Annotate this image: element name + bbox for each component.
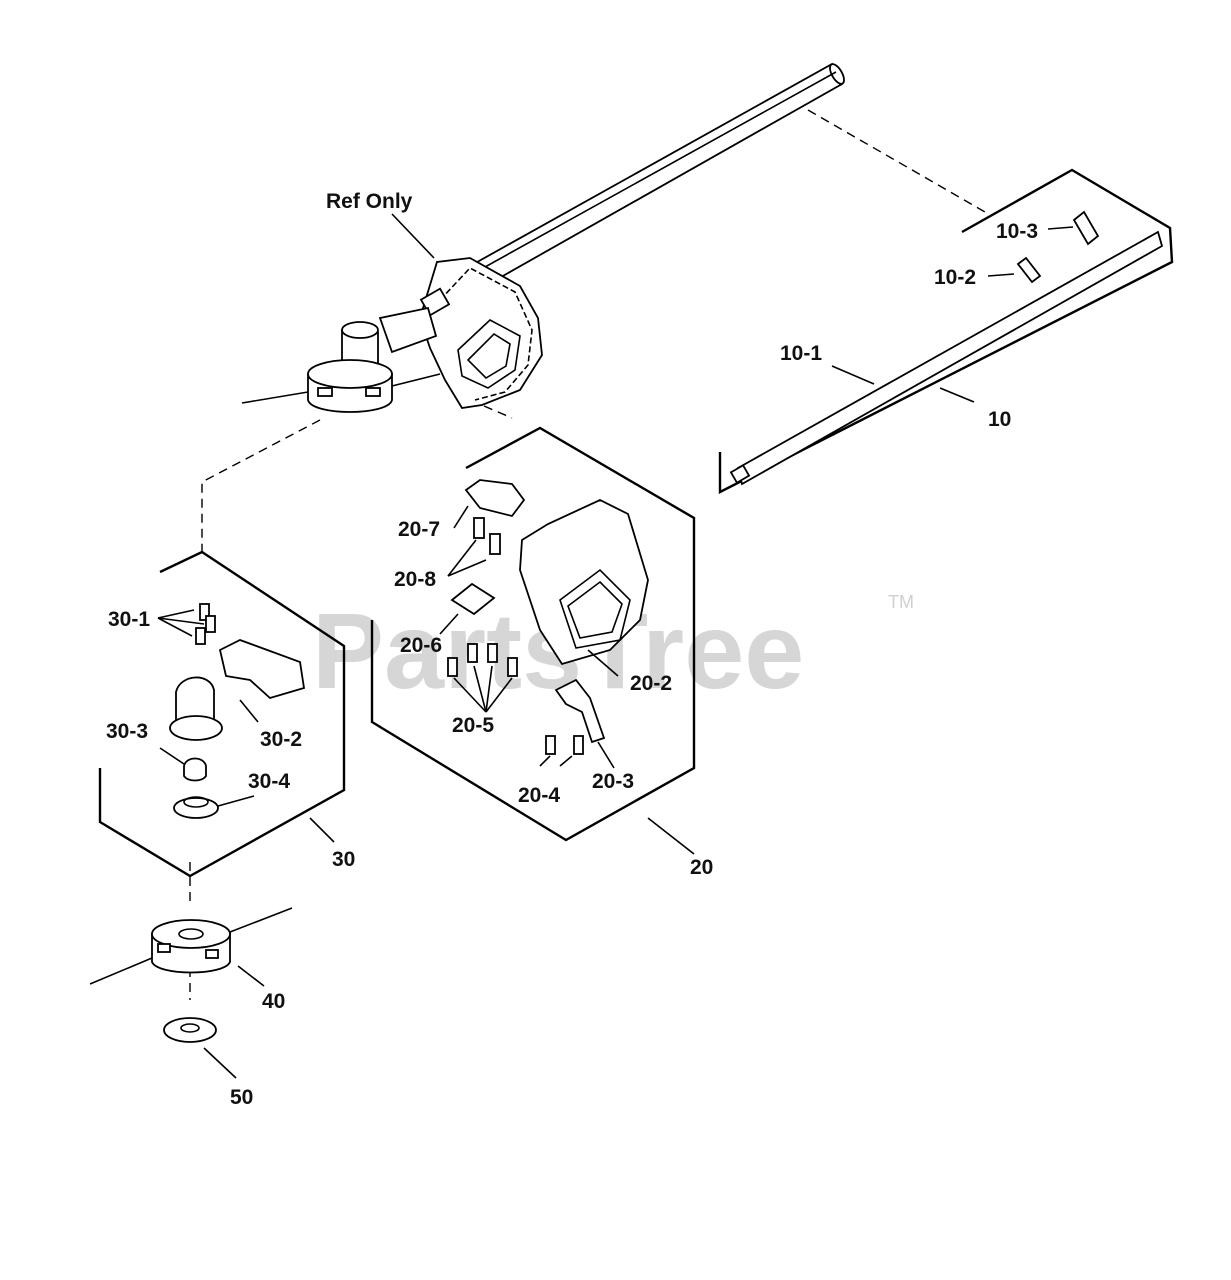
part-20-8-a	[473, 517, 485, 539]
part-30-4	[173, 797, 219, 819]
part-30-2-bracket	[218, 639, 306, 700]
label-20-3: 20-3	[592, 770, 634, 793]
part-30-3	[183, 757, 207, 782]
ref-only-leader	[391, 213, 435, 259]
shaft-tube	[434, 62, 844, 309]
part-10-2	[1016, 256, 1042, 284]
label-30-4: 30-4	[248, 770, 290, 793]
label-20-4: 20-4	[518, 784, 560, 807]
ref-gearhead	[378, 306, 438, 354]
label-10-3: 10-3	[996, 220, 1038, 243]
part-20-5-c	[487, 643, 498, 663]
part-20-3	[554, 678, 606, 744]
label-10-1: 10-1	[780, 342, 822, 365]
watermark-trademark: TM	[888, 592, 914, 612]
label-20-5: 20-5	[452, 714, 494, 737]
label-30-1: 30-1	[108, 608, 150, 631]
label-30-3: 30-3	[106, 720, 148, 743]
part-30-1-b	[195, 627, 206, 645]
label-ref-only: Ref Only	[326, 190, 413, 213]
reference-trimmer-assembly	[241, 62, 845, 413]
dash-guard-to-20	[483, 405, 513, 419]
ref-guard	[419, 257, 543, 409]
dash-shaft-to-10	[807, 109, 986, 213]
label-20-6: 20-6	[400, 634, 442, 657]
label-40: 40	[262, 990, 285, 1013]
part-50-washer	[163, 1017, 237, 1079]
part-10-3	[1072, 210, 1100, 246]
label-50: 50	[230, 1086, 253, 1109]
part-20-4-b	[573, 735, 584, 755]
part-40-trimmer-head	[89, 907, 293, 987]
label-20-8: 20-8	[394, 568, 436, 591]
label-20-2: 20-2	[630, 672, 672, 695]
part-20-4-a	[545, 735, 556, 755]
label-10-2: 10-2	[934, 266, 976, 289]
label-10: 10	[988, 408, 1011, 431]
dash-head-to-30	[201, 419, 321, 552]
part-20-5-d	[507, 657, 518, 677]
part-20-8-b	[489, 533, 501, 555]
part-20-5-a	[447, 657, 458, 677]
part-30-1-c	[205, 615, 216, 633]
group-20-guard-kit	[370, 426, 696, 855]
label-30-2: 30-2	[260, 728, 302, 751]
label-20-7: 20-7	[398, 518, 440, 541]
part-30-1-a	[199, 603, 210, 621]
part-20-6	[450, 582, 496, 616]
group-10-shaft-kit	[718, 168, 1174, 494]
label-20: 20	[690, 856, 713, 879]
label-30: 30	[332, 848, 355, 871]
group-30-gearhead-kit	[98, 550, 346, 878]
part-20-5-b	[467, 643, 478, 663]
part-20-7	[464, 479, 526, 518]
